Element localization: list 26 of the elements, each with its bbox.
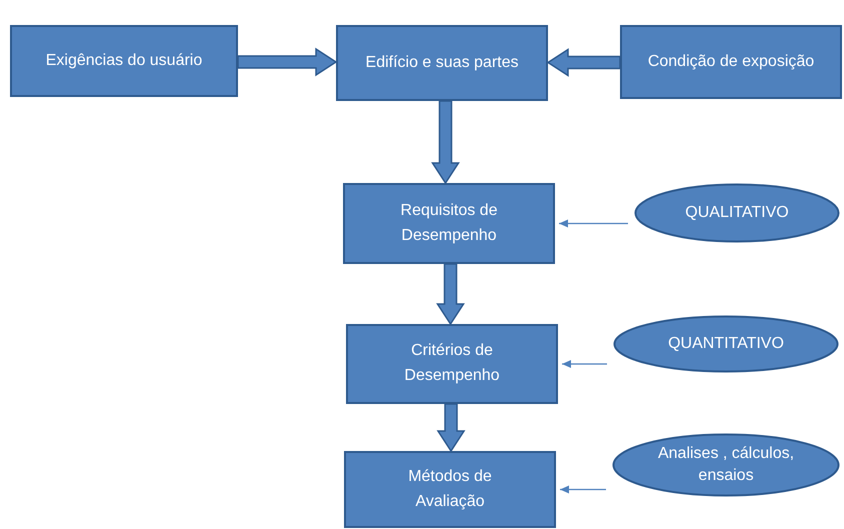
block-arrow [431, 100, 460, 184]
process-box [336, 25, 548, 101]
process-box [344, 451, 556, 528]
node-label: Métodos de Avaliação [407, 466, 493, 512]
block-arrow [237, 48, 338, 76]
node-label: QUALITATIVO [684, 202, 790, 223]
process-box [346, 324, 558, 404]
ellipse-node [613, 315, 839, 373]
process-box [10, 25, 238, 97]
process-box [620, 25, 842, 99]
node-label: Requisitos de Desempenho [400, 200, 498, 246]
block-arrow [436, 403, 466, 452]
ellipse-node [634, 183, 840, 243]
process-box [343, 183, 555, 264]
node-label: Exigências do usuário [44, 50, 204, 71]
node-label: Critérios de Desempenho [403, 341, 501, 386]
node-label: Condição de exposição [646, 52, 816, 72]
block-arrow [436, 263, 465, 326]
node-label: QUANTITATIVO [667, 334, 785, 354]
arrow [559, 220, 628, 228]
block-arrow [546, 48, 621, 77]
ellipse-node [612, 433, 840, 497]
node-label: Analises , cálculos, ensaios [656, 444, 796, 486]
node-label: Edifício e suas partes [364, 52, 520, 73]
arrow [562, 360, 607, 368]
arrow [560, 486, 606, 494]
